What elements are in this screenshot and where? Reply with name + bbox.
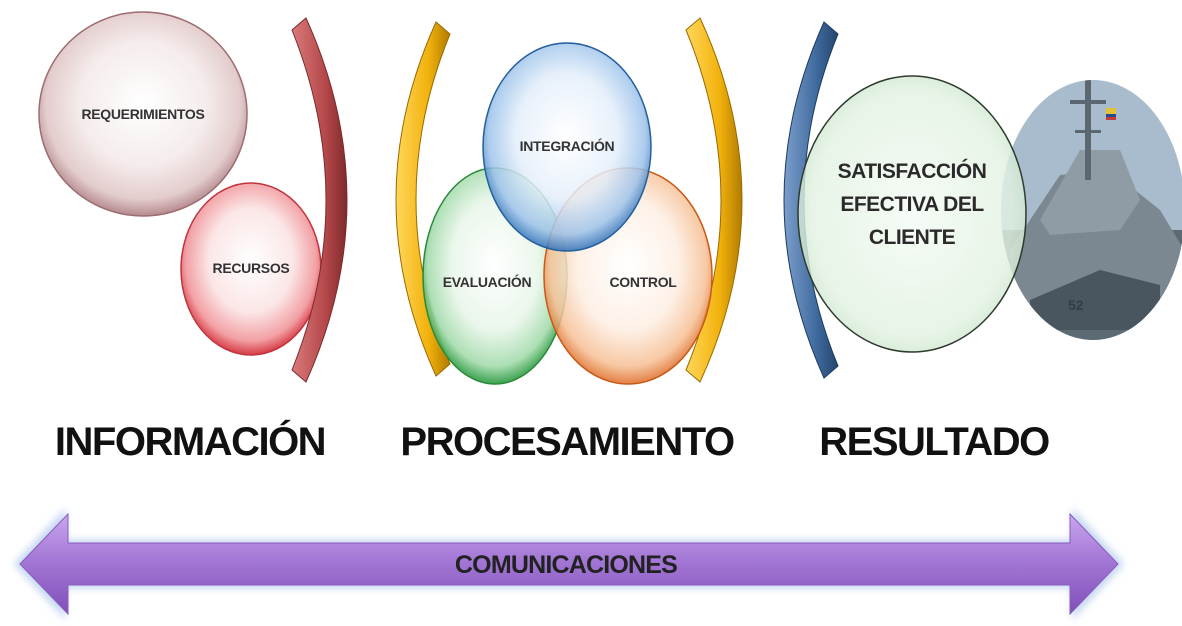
recursos-bubble: RECURSOS bbox=[180, 182, 322, 356]
yellow-right-bracket bbox=[685, 17, 743, 383]
control-label: CONTROL bbox=[609, 274, 677, 290]
satisfaccion-bubble: SATISFACCIÓN EFECTIVA DEL CLIENTE bbox=[797, 75, 1027, 353]
svg-text:52: 52 bbox=[1068, 297, 1084, 313]
evaluacion-label: EVALUACIÓN bbox=[443, 273, 532, 290]
section-procesamiento: PROCESAMIENTO bbox=[400, 420, 734, 464]
arrow-label: COMUNICACIONES bbox=[455, 551, 677, 579]
result-line3: CLIENTE bbox=[869, 226, 956, 249]
requerimientos-bubble: REQUERIMIENTOS bbox=[38, 11, 248, 217]
result-line2: EFECTIVA DEL bbox=[840, 193, 984, 216]
requerimientos-label: REQUERIMIENTOS bbox=[81, 106, 204, 122]
section-resultado: RESULTADO bbox=[819, 420, 1049, 464]
integracion-label: INTEGRACIÓN bbox=[520, 137, 615, 154]
communications-arrow: COMUNICACIONES bbox=[14, 508, 1124, 620]
recursos-label: RECURSOS bbox=[213, 260, 290, 276]
result-line1: SATISFACCIÓN bbox=[838, 159, 987, 183]
blue-bracket bbox=[783, 21, 839, 379]
integracion-bubble: INTEGRACIÓN bbox=[482, 42, 652, 252]
yellow-left-bracket bbox=[395, 21, 451, 377]
section-informacion: INFORMACIÓN bbox=[55, 418, 325, 464]
red-bracket bbox=[291, 17, 348, 383]
